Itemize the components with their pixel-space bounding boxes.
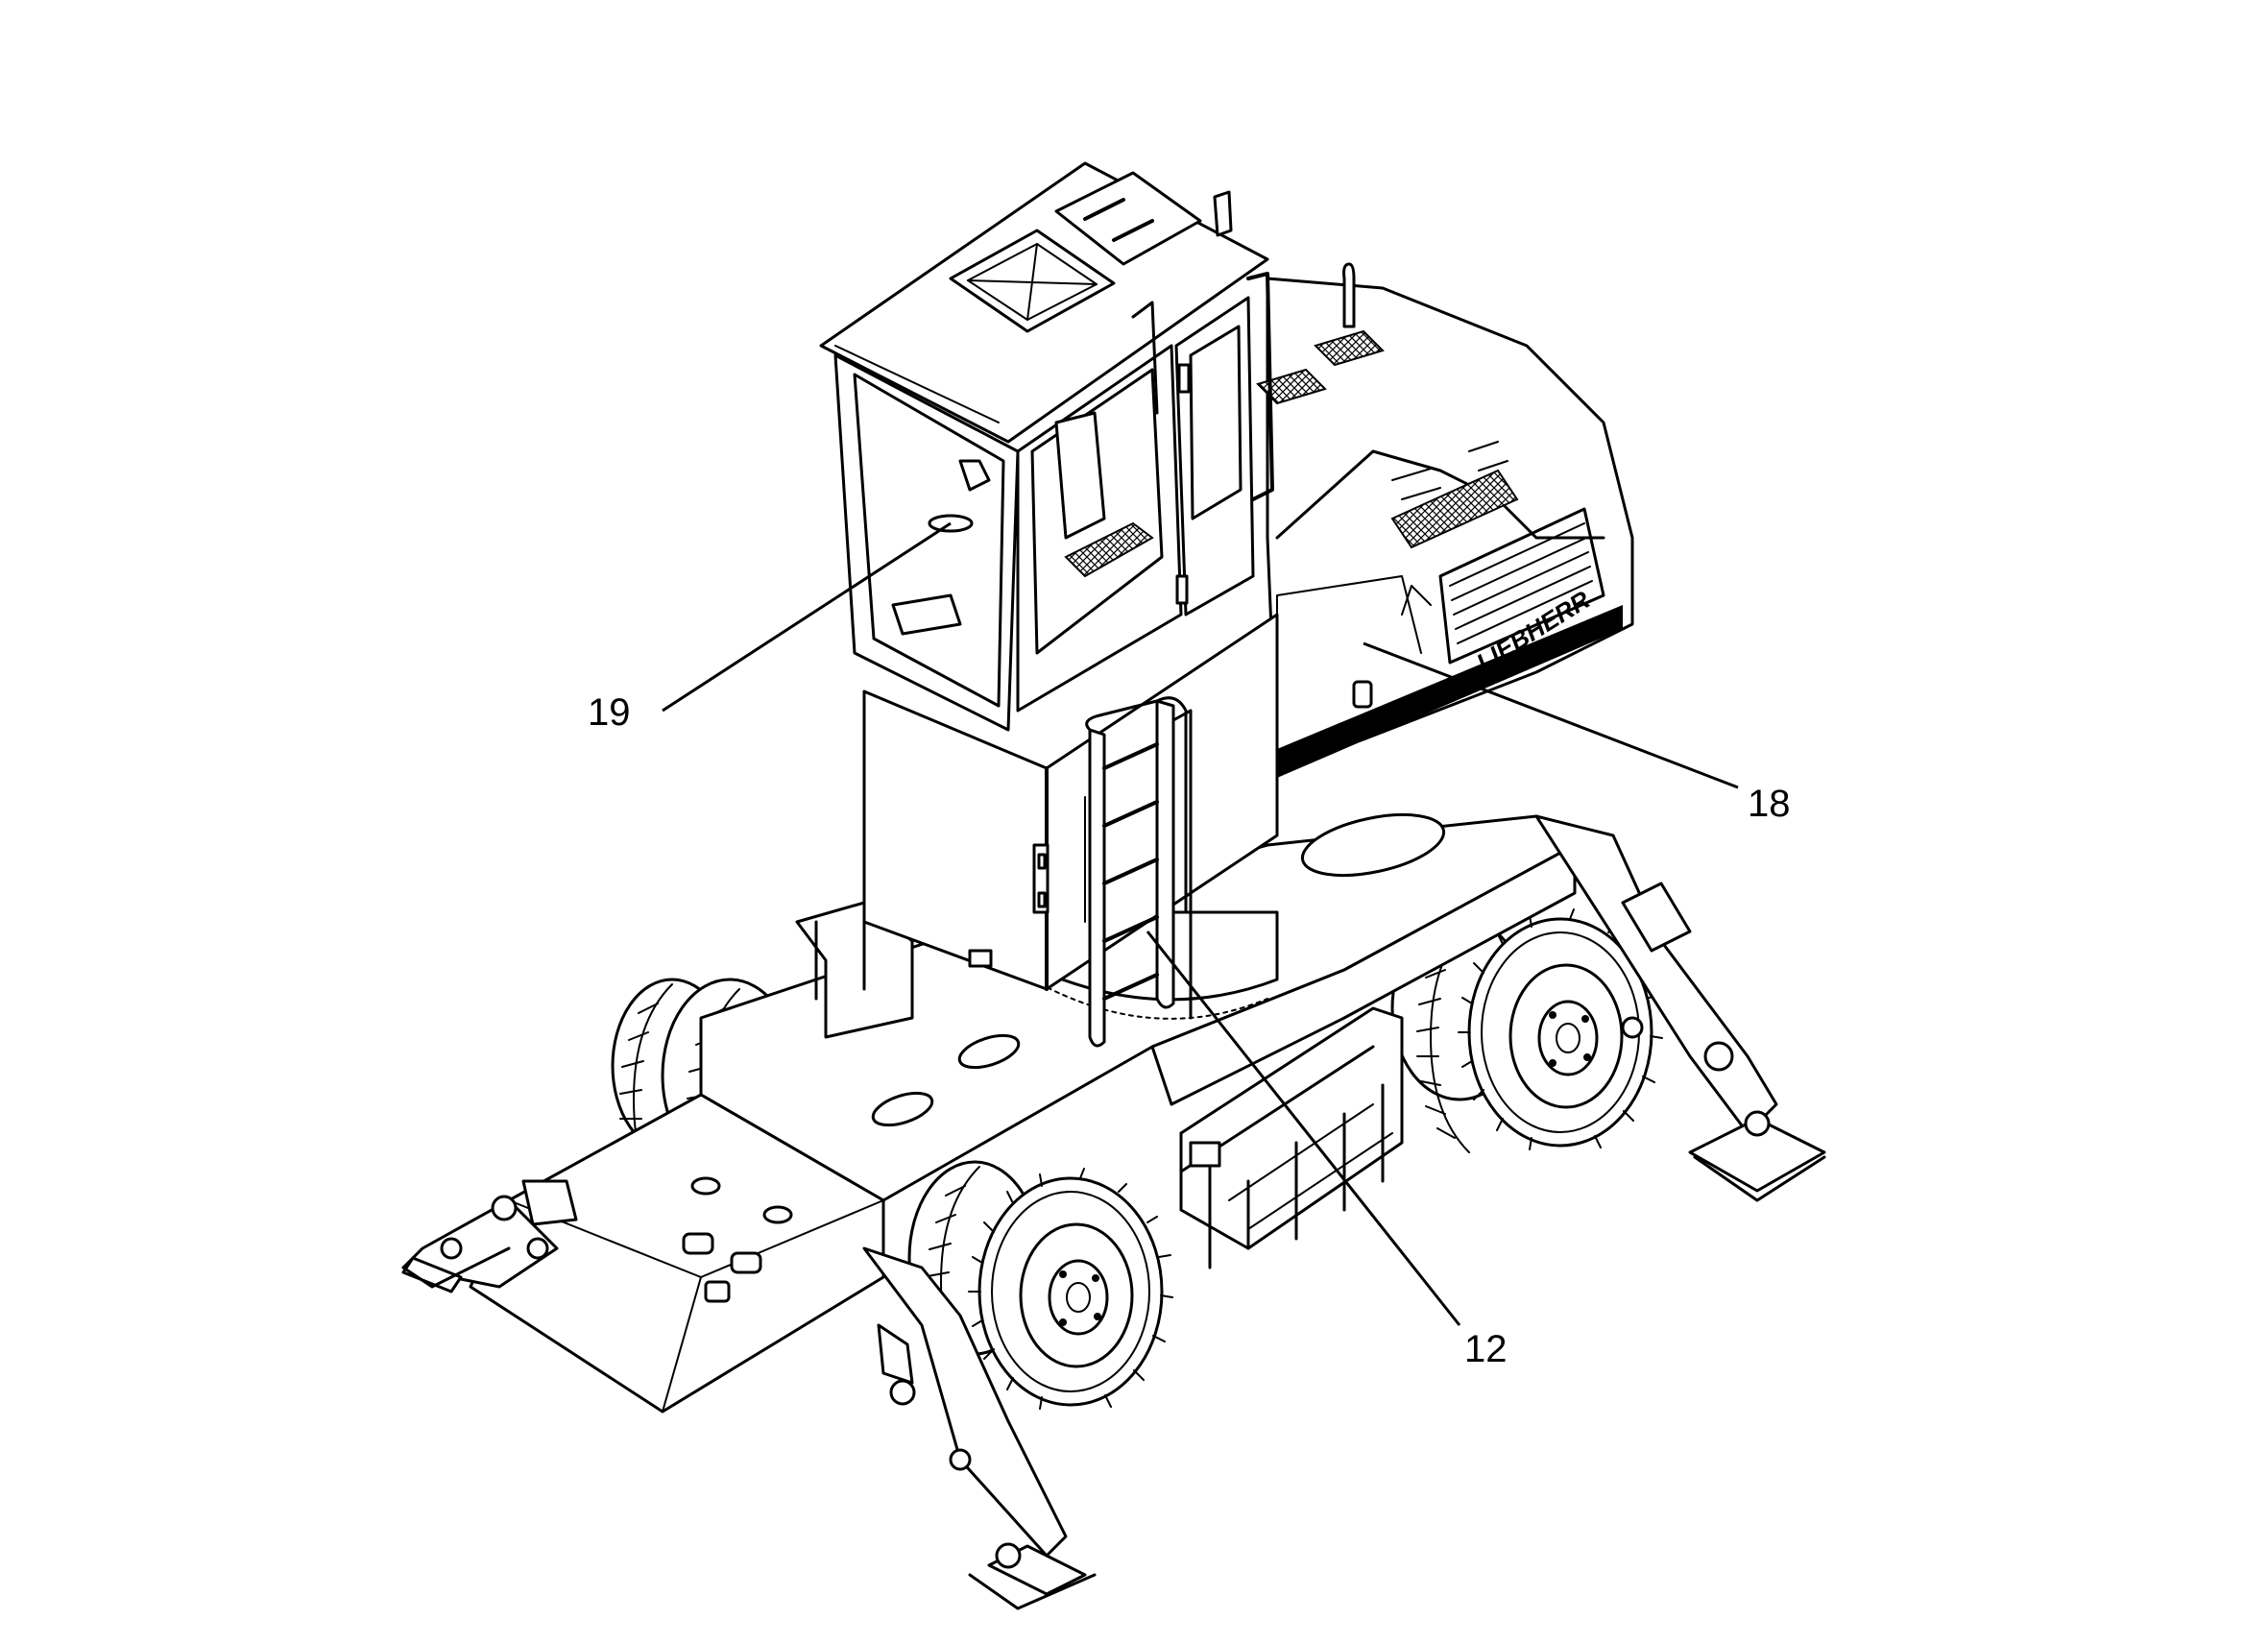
outrigger-rear-right — [1534, 814, 1826, 1202]
front-step-frame — [1179, 1006, 1404, 1269]
outrigger-front-left — [401, 1179, 578, 1293]
callout-18: 18 — [1748, 783, 1791, 825]
outrigger-front-right — [862, 1246, 1097, 1610]
callout-12: 12 — [1464, 1328, 1508, 1370]
outrigger-rear-left — [795, 901, 914, 1039]
chassis-frame — [469, 812, 1577, 1414]
callout-19: 19 — [588, 691, 631, 734]
leader-line-18 — [1363, 641, 1739, 789]
operator-cab — [819, 161, 1274, 732]
leader-line-12 — [1146, 931, 1461, 1326]
leader-line-19 — [662, 521, 952, 713]
access-ladder — [1085, 696, 1193, 1048]
engine-housing — [1256, 262, 1634, 778]
